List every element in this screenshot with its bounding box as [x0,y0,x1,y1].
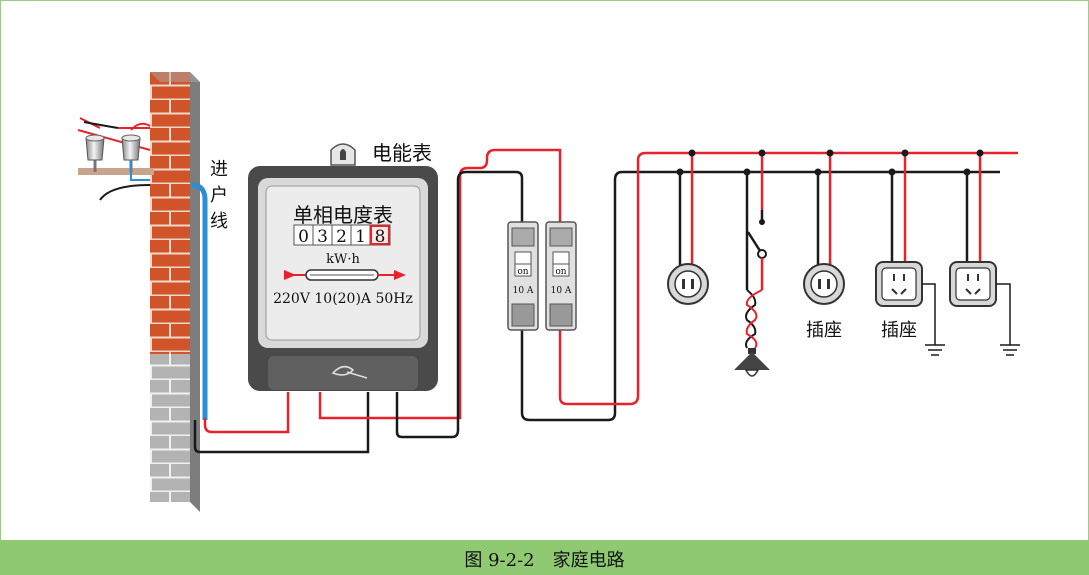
three-pin-socket-icon [949,261,997,307]
ground-symbol-icon [996,283,1020,356]
meter-label: 电能表 [372,141,432,165]
socket-label-2: 插座 [881,320,917,341]
breaker-neutral: on 10 A [507,221,539,331]
meter-rotor-indicator [284,269,406,281]
ground-symbol-icon [922,283,945,356]
branch-circuits [678,153,982,290]
breaker-live: on 10 A [545,221,577,331]
meter-digit: 0 [298,227,309,247]
incoming-line-char-1: 进 [210,159,228,180]
pendant-lamp-icon [734,348,770,377]
incoming-line-char-3: 线 [210,211,228,232]
junction-dots [676,149,984,176]
breaker-rating: 10 A [551,286,572,296]
incoming-line-wire [191,182,208,420]
meter-digit-display: 0 3 2 1 8 [293,224,391,247]
meter-logo-icon [331,365,368,379]
breaker-on-label: on [517,267,528,277]
two-pin-socket-icon [667,263,709,305]
socket-label-1: 插座 [806,320,842,341]
electricity-meter: 单相电度表 0 3 2 1 8 kW·h 220V 10(20)A 50Hz [248,143,438,391]
meter-unit: kW·h [326,252,360,267]
meter-digit: 3 [317,227,328,247]
breaker-rating: 10 A [513,286,534,296]
three-pin-socket-icon [875,261,923,307]
lamp-cord [745,289,763,349]
meter-digit: 1 [355,227,366,247]
meter-wiring [193,148,1018,454]
brick-wall [150,72,200,512]
incoming-line-char-2: 户 [210,185,228,206]
two-pin-socket-icon [803,263,845,305]
meter-title: 单相电度表 [293,203,393,227]
meter-digit: 2 [336,227,347,247]
caption-bar [0,540,1089,575]
meter-digit-decimal: 8 [375,227,386,247]
breaker-on-label: on [555,267,566,277]
figure-caption: 图 9-2-2 家庭电路 [464,550,625,571]
light-switch-icon [746,210,767,290]
meter-rating: 220V 10(20)A 50Hz [273,291,413,307]
service-insulators [77,117,154,201]
